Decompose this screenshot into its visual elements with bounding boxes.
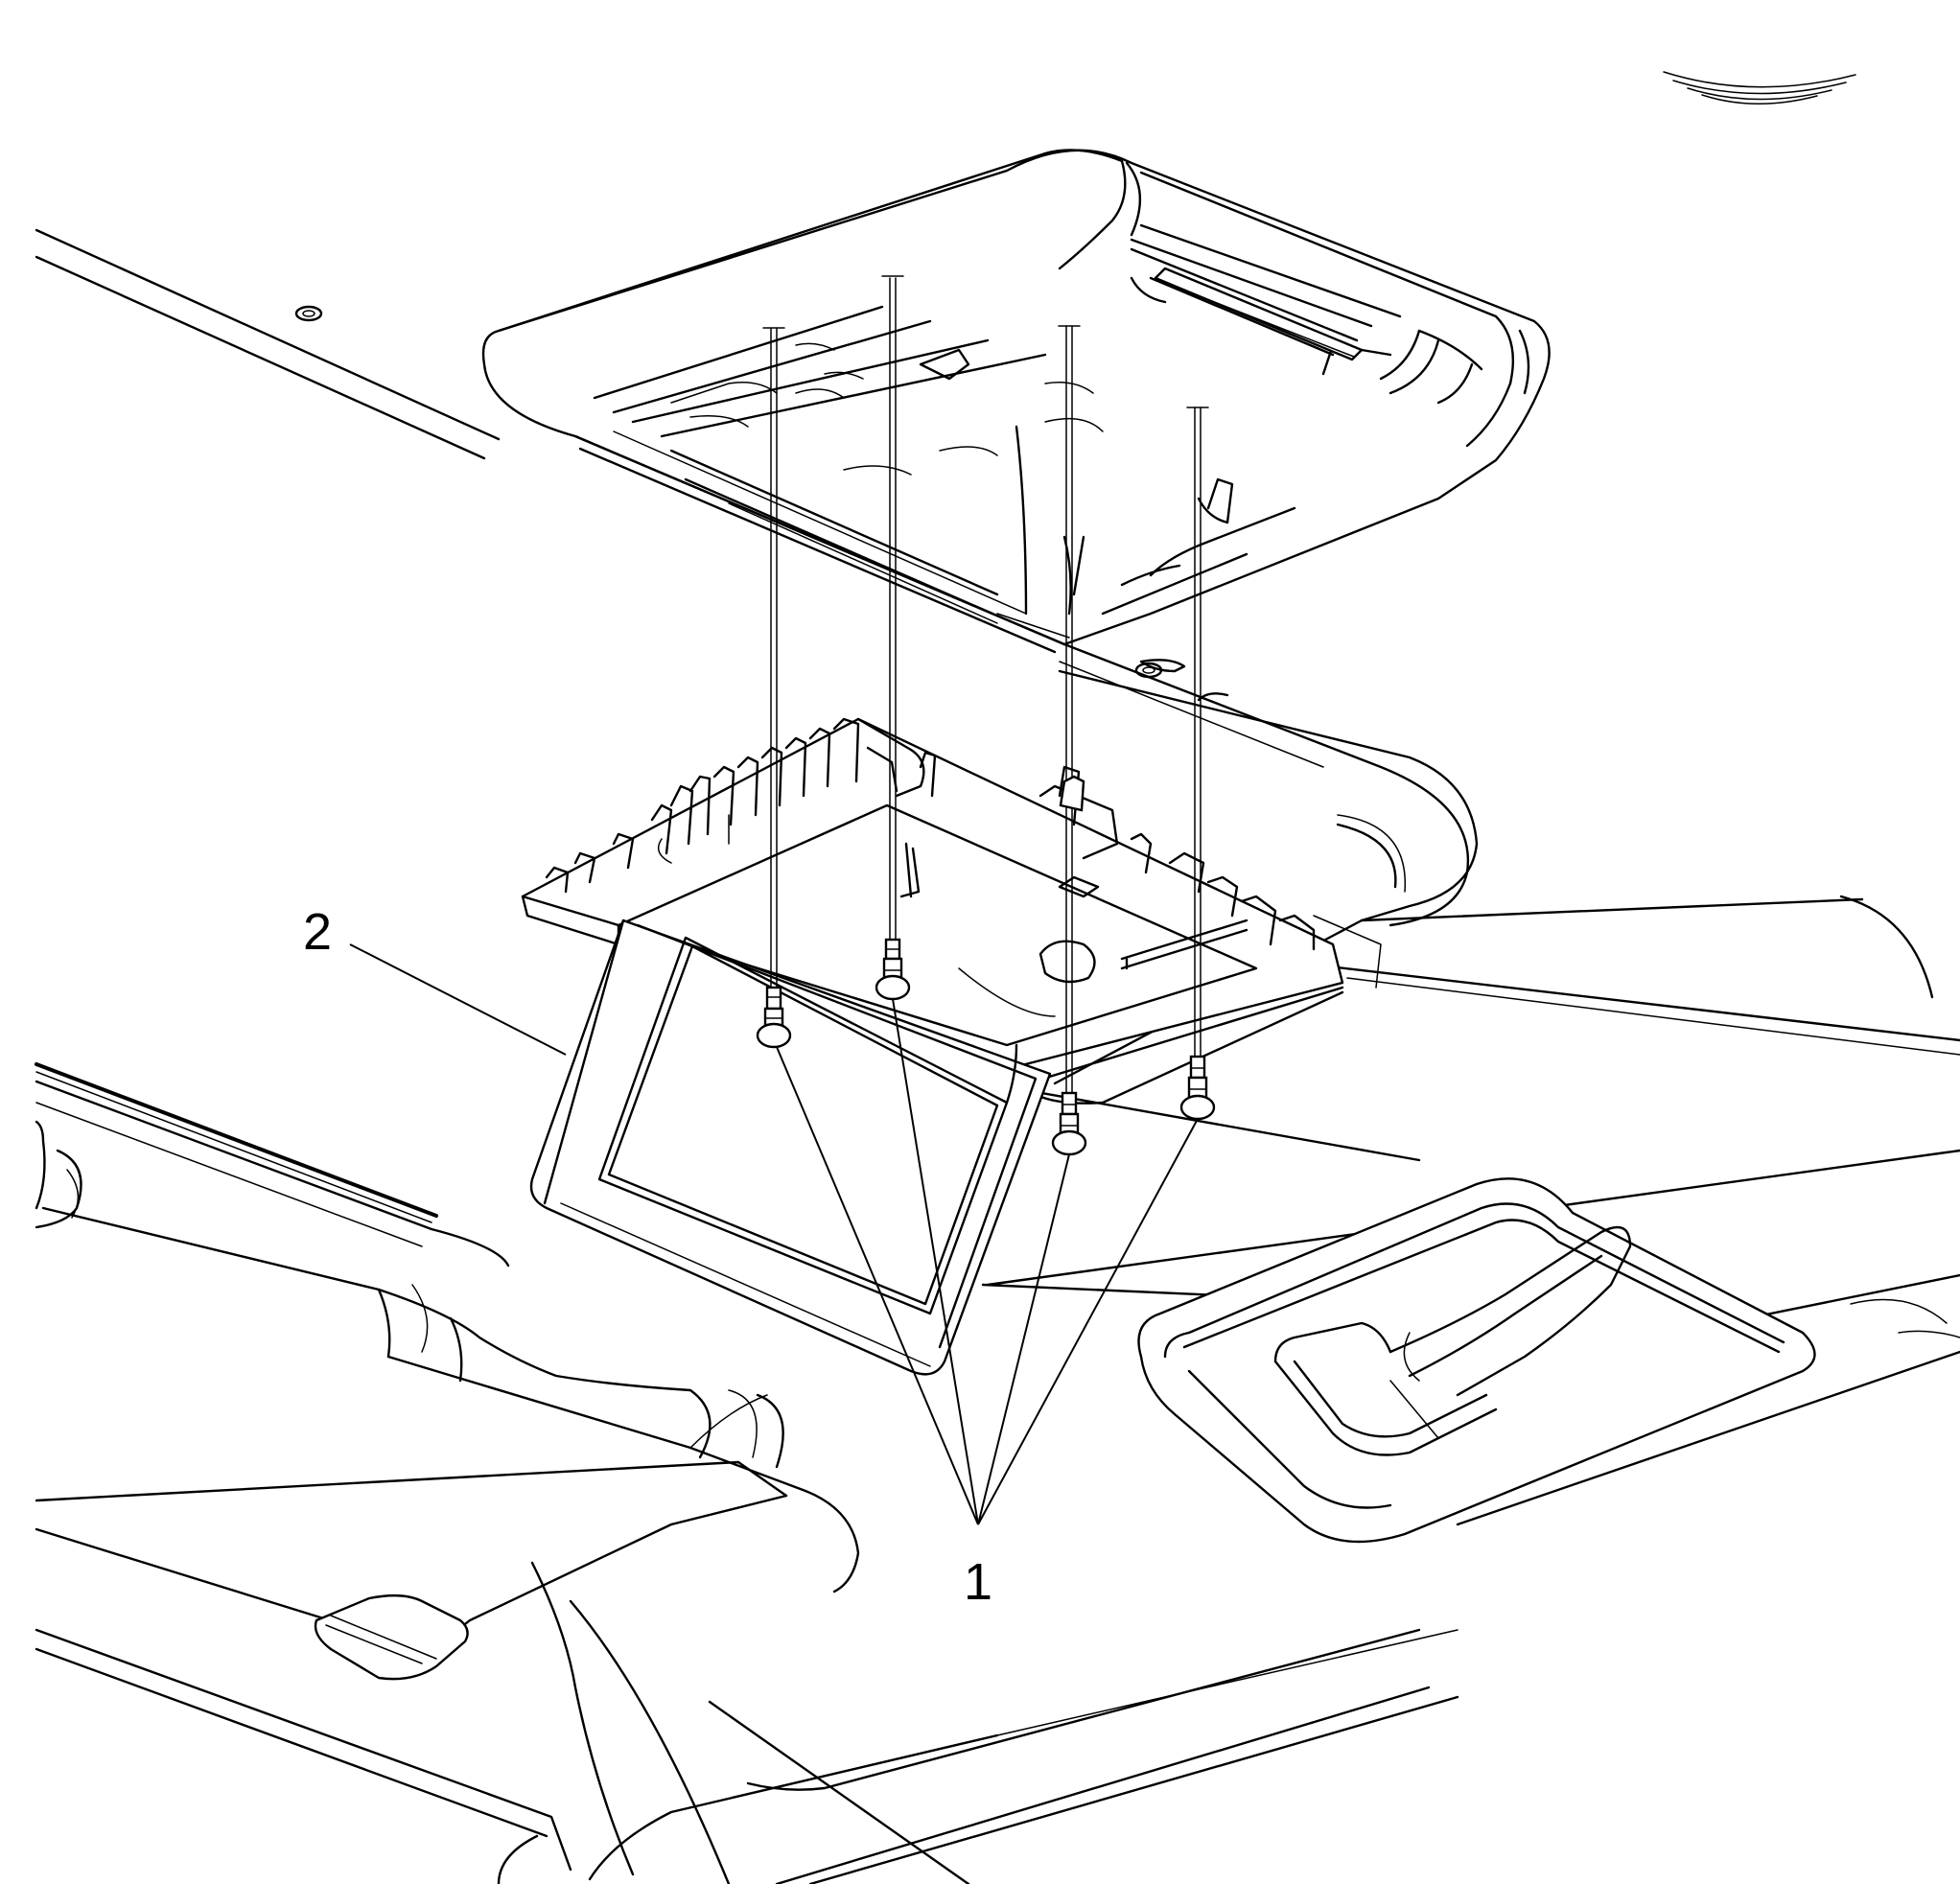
screw — [1051, 1091, 1087, 1156]
mounting-screws — [756, 275, 1216, 1156]
courtesy-lamp — [314, 1593, 469, 1681]
overhead-console-housing — [481, 149, 1551, 654]
callout-1: 1 — [964, 1553, 992, 1611]
screw — [1179, 1055, 1216, 1121]
orientation-arrow-icon — [1663, 71, 1856, 105]
screw — [756, 986, 792, 1049]
callout-2: 2 — [303, 903, 332, 961]
assist-handle — [1137, 1177, 1816, 1544]
callout-leaders — [349, 943, 1199, 1525]
